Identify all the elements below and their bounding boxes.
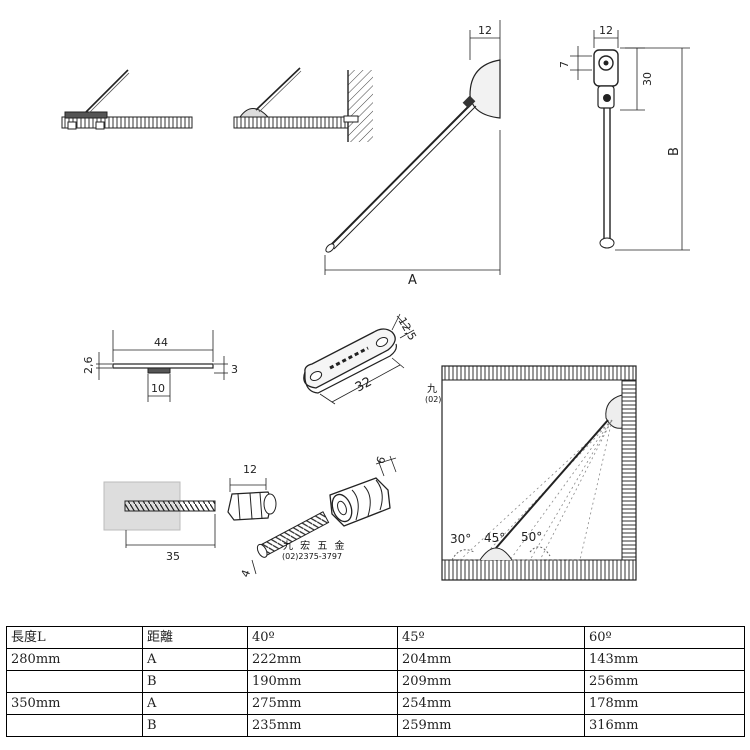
table-cell: 222mm — [247, 648, 398, 671]
dim-bracket-width: 12 — [599, 24, 613, 37]
stay-wall-view — [233, 67, 373, 142]
dim-bracket-offset: 7 — [558, 61, 571, 68]
table-cell: 350mm — [6, 692, 143, 715]
dim-plate-length: 44 — [154, 336, 168, 349]
dim-length-a: A — [408, 273, 417, 288]
table-cell: 259mm — [397, 714, 585, 737]
table-cell: 209mm — [397, 670, 585, 693]
table-cell — [6, 670, 143, 693]
plate-side-view: 44 2,6 3 10 — [82, 330, 238, 402]
angle-45: 45° — [484, 531, 505, 545]
table-header-row: 長度L 距離 40º 45º 60º — [6, 626, 745, 649]
dim-bracket-height: 30 — [641, 72, 654, 86]
dim-slot-length: 32 — [353, 375, 375, 396]
dim-pin-length: 10 — [151, 382, 165, 395]
table-cell: 235mm — [247, 714, 398, 737]
table-cell: 143mm — [584, 648, 745, 671]
slotted-plate-view: 12,5 32 — [303, 313, 419, 405]
dim-rod-width: 12 — [478, 24, 492, 37]
table-cell: 178mm — [584, 692, 745, 715]
table-cell — [6, 714, 143, 737]
angle-30: 30° — [450, 532, 471, 546]
header-distance: 距離 — [142, 626, 248, 649]
spec-table: 長度L 距離 40º 45º 60º 280mm A 222mm 204mm 1… — [6, 626, 745, 737]
header-60: 60º — [584, 626, 745, 649]
table-row: 280mm A 222mm 204mm 143mm — [6, 648, 745, 671]
dim-anchor-width: 12 — [243, 463, 257, 476]
header-45: 45º — [397, 626, 585, 649]
stay-folded-view — [61, 69, 193, 130]
table-cell: 190mm — [247, 670, 398, 693]
table-cell: 256mm — [584, 670, 745, 693]
table-cell: A — [142, 648, 248, 671]
table-cell: 316mm — [584, 714, 745, 737]
stay-extended-view: 12 A — [324, 20, 501, 288]
angle-50: 50° — [521, 530, 542, 544]
table-cell: A — [142, 692, 248, 715]
technical-drawing: 12 A 12 7 30 B — [61, 20, 690, 581]
table-cell: B — [142, 670, 248, 693]
dim-anchor-hole: 6 — [374, 455, 389, 466]
table-cell: 204mm — [397, 648, 585, 671]
header-40: 40º — [247, 626, 398, 649]
dim-plate-thickness: 2,6 — [82, 357, 95, 375]
watermark-name-2: 九 宏 五 金 — [283, 539, 347, 552]
table-row: 350mm A 275mm 254mm 178mm — [6, 692, 745, 715]
table-row: B 235mm 259mm 316mm — [6, 714, 745, 737]
dim-length-b: B — [667, 147, 682, 156]
watermark-bottom: 九 宏 五 金 (02)2375-3797 — [282, 539, 347, 561]
table-cell: 280mm — [6, 648, 143, 671]
stay-front-view: 12 7 30 B — [558, 24, 690, 251]
table-cell: B — [142, 714, 248, 737]
anchor-installation-view: 35 12 4 6 — [103, 455, 397, 579]
dim-screw-dia: 4 — [239, 568, 254, 579]
table-cell: 275mm — [247, 692, 398, 715]
cabinet-angle-diagram: 30° 45° 50° — [441, 365, 637, 581]
table-cell: 254mm — [397, 692, 585, 715]
dim-slot-width: 12,5 — [395, 315, 419, 343]
header-length: 長度L — [6, 626, 143, 649]
dim-anchor-depth: 35 — [166, 550, 180, 563]
table-row: B 190mm 209mm 256mm — [6, 670, 745, 693]
dim-pin-height: 3 — [231, 363, 238, 376]
watermark-phone-2: (02)2375-3797 — [282, 552, 342, 561]
